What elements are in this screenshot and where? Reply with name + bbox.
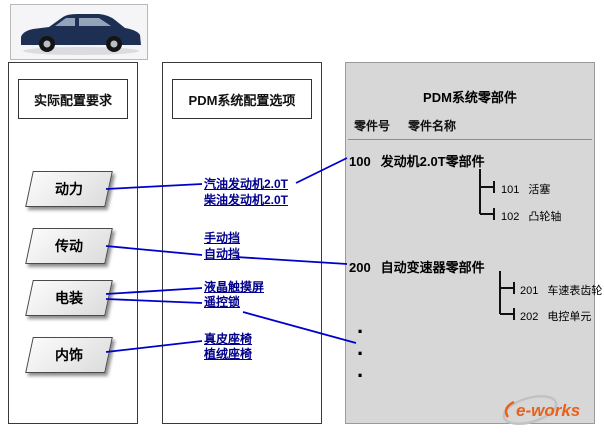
part-name: 电控单元	[547, 311, 592, 323]
e-works-logo: e-works	[500, 390, 600, 430]
option-manual-gearbox: 手动挡	[204, 231, 241, 245]
option-automatic-gearbox: 自动挡	[204, 247, 241, 261]
ellipsis-dot: ·	[357, 363, 365, 388]
logo-text: e-works	[516, 401, 580, 420]
part-name: 发动机2.0T零部件	[380, 154, 485, 169]
logo-ellipse	[502, 395, 558, 425]
panel-parts: PDM系统零部件 零件号 零件名称 100 发动机2.0T零部件 101 活塞 …	[345, 62, 602, 424]
req-label-transmission: 传动	[55, 238, 83, 254]
part-name: 车速表齿轮	[547, 285, 603, 297]
options-title: PDM系统配置选项	[172, 79, 312, 119]
req-box-power: 动力	[25, 171, 113, 207]
logo-swoosh	[504, 400, 515, 418]
req-label-electrical: 电装	[55, 290, 83, 306]
ellipsis-dot: ·	[357, 341, 365, 366]
part-row-101: 101 活塞	[501, 181, 550, 197]
part-no: 200	[349, 260, 371, 275]
column-header-part-name: 零件名称	[408, 119, 457, 133]
req-box-interior: 内饰	[25, 337, 113, 373]
panel-requirements: 实际配置要求 动力 传动 电装 内饰	[8, 62, 138, 424]
option-lcd-touchscreen: 液晶触摸屏	[204, 280, 265, 294]
requirements-title: 实际配置要求	[18, 79, 128, 119]
part-no: 102	[501, 211, 520, 223]
panel-options: PDM系统配置选项 汽油发动机2.0T 柴油发动机2.0T 手动挡 自动挡 液晶…	[162, 62, 322, 424]
req-label-interior: 内饰	[55, 347, 83, 363]
part-no: 100	[349, 154, 371, 169]
column-separator-line	[348, 139, 592, 140]
column-header-part-no: 零件号	[354, 119, 391, 133]
part-row-202: 202 电控单元	[520, 308, 591, 324]
car-image	[10, 4, 148, 60]
option-diesel-engine: 柴油发动机2.0T	[204, 193, 289, 207]
req-label-power: 动力	[55, 181, 83, 197]
part-name: 凸轮轴	[528, 211, 562, 223]
part-no: 201	[520, 285, 539, 297]
ellipsis-dot: ·	[357, 319, 365, 344]
part-row-201: 201 车速表齿轮	[520, 282, 602, 298]
part-name: 活塞	[528, 184, 551, 196]
car-icon	[21, 14, 141, 55]
parts-title: PDM系统零部件	[423, 90, 517, 105]
part-row-102: 102 凸轮轴	[501, 208, 561, 224]
part-no: 101	[501, 184, 520, 196]
option-remote-lock: 遥控锁	[204, 295, 241, 309]
part-row-100: 100 发动机2.0T零部件	[349, 151, 485, 170]
part-name: 自动变速器零部件	[380, 260, 485, 275]
option-gasoline-engine: 汽油发动机2.0T	[204, 177, 289, 191]
option-leather-seat: 真皮座椅	[204, 332, 253, 346]
req-box-electrical: 电装	[25, 280, 113, 316]
req-box-transmission: 传动	[25, 228, 113, 264]
option-flocked-seat: 植绒座椅	[204, 347, 253, 361]
part-no: 202	[520, 311, 539, 323]
part-row-200: 200 自动变速器零部件	[349, 257, 485, 276]
